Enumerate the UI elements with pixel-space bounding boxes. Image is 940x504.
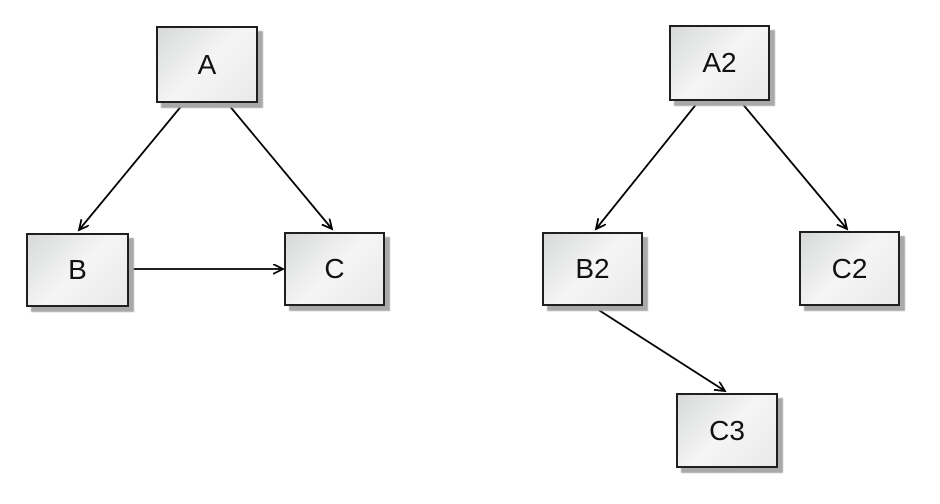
right-graph: [593, 101, 847, 391]
node-B[interactable]: B: [26, 233, 129, 307]
node-label-A2: A2: [702, 47, 737, 78]
node-A2[interactable]: A2: [669, 25, 770, 101]
node-label-C: C: [324, 253, 345, 284]
edge-A2-B2: [596, 101, 699, 229]
node-label-A: A: [197, 48, 217, 80]
node-C3[interactable]: C3: [676, 393, 778, 468]
edge-A-B: [79, 103, 184, 230]
edge-A2-C2: [740, 101, 847, 229]
node-C[interactable]: C: [284, 232, 385, 306]
node-A[interactable]: A: [156, 26, 258, 103]
node-label-B: B: [68, 254, 87, 285]
edge-B2-C3: [593, 306, 725, 391]
node-label-C2: C2: [831, 252, 868, 284]
node-label-C3: C3: [709, 414, 745, 446]
node-label-B2: B2: [575, 253, 610, 284]
node-B2[interactable]: B2: [542, 232, 643, 306]
left-graph: [79, 103, 332, 269]
edge-A-C: [227, 103, 332, 229]
node-C2[interactable]: C2: [799, 231, 900, 306]
